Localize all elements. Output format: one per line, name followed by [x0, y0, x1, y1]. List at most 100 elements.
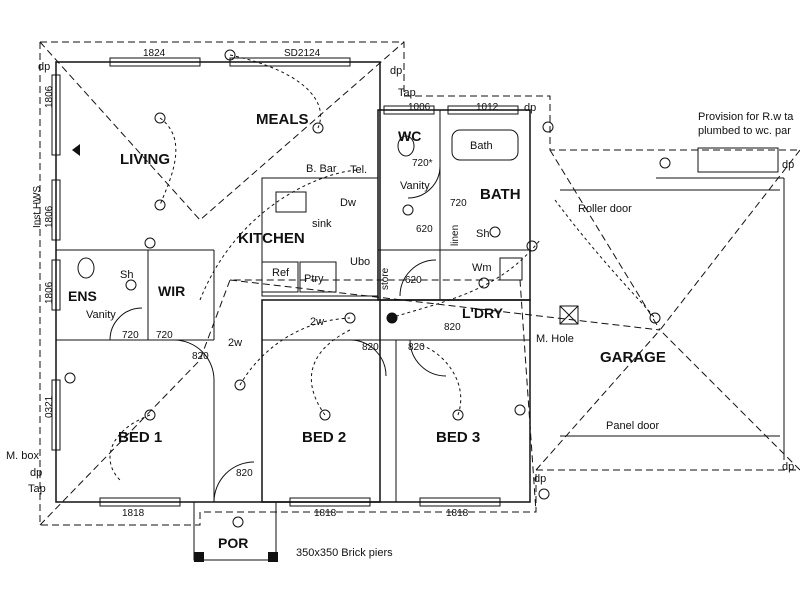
label-ubo: Ubo: [350, 256, 370, 268]
wiring-bed2: [310, 329, 351, 416]
label-sink: sink: [312, 218, 332, 230]
room-bed1: BED 1: [118, 429, 162, 446]
window-bottom-bed3: [419, 497, 501, 507]
label-dp-garage-bottom: dp: [782, 461, 794, 473]
dim-top-1824: 1824: [143, 48, 166, 59]
note-panel-door: Panel door: [606, 420, 660, 432]
label-vanity-ens: Vanity: [86, 309, 116, 321]
wiring-bed3: [419, 344, 462, 416]
room-bath: BATH: [480, 186, 521, 203]
window-left-3: [51, 259, 61, 311]
roof-hip-garage-d: [659, 329, 800, 471]
label-dp-garage-top: dp: [782, 159, 794, 171]
dim-left-1806-b: 1806: [44, 205, 55, 228]
window-left-1: [51, 74, 61, 156]
label-vanity-bath: Vanity: [400, 180, 430, 192]
window-bottom-bed1: [99, 497, 181, 507]
label-dp-bath: dp: [524, 102, 536, 114]
label-linen: linen: [450, 225, 461, 246]
note-plumbed: plumbed to wc. par: [698, 125, 791, 137]
roof-hips-2: [39, 279, 537, 526]
dim-bottom-1818-b: 1818: [314, 508, 337, 519]
label-dp-top-right: dp: [390, 65, 402, 77]
dim-door-820-bed2: 820: [362, 342, 379, 353]
label-m-hole: M. Hole: [536, 333, 574, 345]
room-wir: WIR: [158, 283, 185, 299]
room-meals: MEALS: [256, 111, 309, 128]
kitchen-bench: [261, 177, 379, 297]
dim-left-0321: 0321: [44, 395, 55, 418]
porch-pier-right: [268, 552, 278, 562]
dim-left-1806-c: 1806: [44, 281, 55, 304]
room-ldry: L'DRY: [462, 305, 504, 321]
room-bed3: BED 3: [436, 429, 480, 446]
dim-door-620-shower: 620: [416, 224, 433, 235]
bath-tub: [451, 129, 519, 161]
laundry-tub: [499, 257, 523, 281]
dim-wc-1006: 1006: [408, 102, 431, 113]
dim-bottom-1818-a: 1818: [122, 508, 145, 519]
dim-left-1806-a: 1806: [44, 85, 55, 108]
label-dp-right-bottom: dp: [534, 473, 546, 485]
wiring-bed1: [109, 414, 151, 481]
note-roller-door: Roller door: [578, 203, 632, 215]
dim-door-720-bath: 720: [450, 198, 467, 209]
dim-door-820-bed1: 820: [192, 351, 209, 362]
note-brick-piers: 350x350 Brick piers: [296, 547, 393, 559]
label-2w-b: 2w: [228, 337, 242, 349]
dim-bottom-1818-c: 1818: [446, 508, 469, 519]
room-wc: WC: [398, 128, 421, 144]
door-swing-bed2: [349, 339, 387, 377]
pantry: [299, 261, 337, 293]
dim-door-720-star: 720*: [412, 158, 433, 169]
dim-door-820-ldry: 820: [444, 322, 461, 333]
dim-door-620-store: 620: [405, 275, 422, 286]
window-bottom-bed2: [289, 497, 371, 507]
room-garage: GARAGE: [600, 349, 666, 366]
label-shower-ens: Sh: [120, 269, 133, 281]
door-swing-ens: [109, 307, 143, 341]
dim-door-720-ens: 720: [122, 330, 139, 341]
roof-hips: [39, 41, 405, 221]
wiring-living: [159, 117, 177, 206]
wiring-kitchen: [199, 169, 361, 301]
note-provision: Provision for R.w ta: [698, 111, 794, 123]
label-shower-bath: Sh: [476, 228, 489, 240]
label-store: store: [380, 267, 391, 290]
porch-pier-left: [194, 552, 204, 562]
label-b-bar: B. Bar: [306, 163, 337, 175]
door-swing-wc: [407, 165, 441, 199]
room-kitchen: KITCHEN: [238, 230, 305, 247]
dim-door-820-por: 820: [236, 468, 253, 479]
door-swing-store: [399, 259, 437, 297]
room-ens: ENS: [68, 288, 97, 304]
room-living: LIVING: [120, 151, 170, 168]
light-fittings: [64, 49, 671, 528]
room-bed2: BED 2: [302, 429, 346, 446]
window-top-sd: [229, 57, 351, 67]
label-tap-top: Tap: [398, 87, 416, 99]
label-tel: Tel.: [350, 164, 367, 176]
label-m-box: M. box: [6, 450, 40, 462]
wiring-hall: [239, 317, 351, 386]
label-tap-bottom: Tap: [28, 483, 46, 495]
room-por: POR: [218, 535, 248, 551]
wiring-garage: [554, 199, 656, 319]
label-ref: Ref: [272, 267, 290, 279]
porch-outline: [193, 502, 277, 561]
roof-outline: [40, 41, 800, 151]
label-dw: Dw: [340, 197, 356, 209]
wc-toilet: [397, 135, 415, 157]
hws-marker: [72, 144, 80, 156]
ens-toilet: [77, 257, 95, 279]
roof-hip-garage-a: [549, 149, 661, 331]
ref-space: [261, 261, 299, 293]
sink-basin: [275, 191, 307, 213]
exterior-wall-main: [55, 61, 381, 503]
window-top-living: [109, 57, 201, 67]
rw-tank: [697, 147, 779, 173]
window-bath: [447, 105, 519, 115]
m-hole-box: [559, 305, 579, 325]
dim-door-820-bed3: 820: [408, 342, 425, 353]
